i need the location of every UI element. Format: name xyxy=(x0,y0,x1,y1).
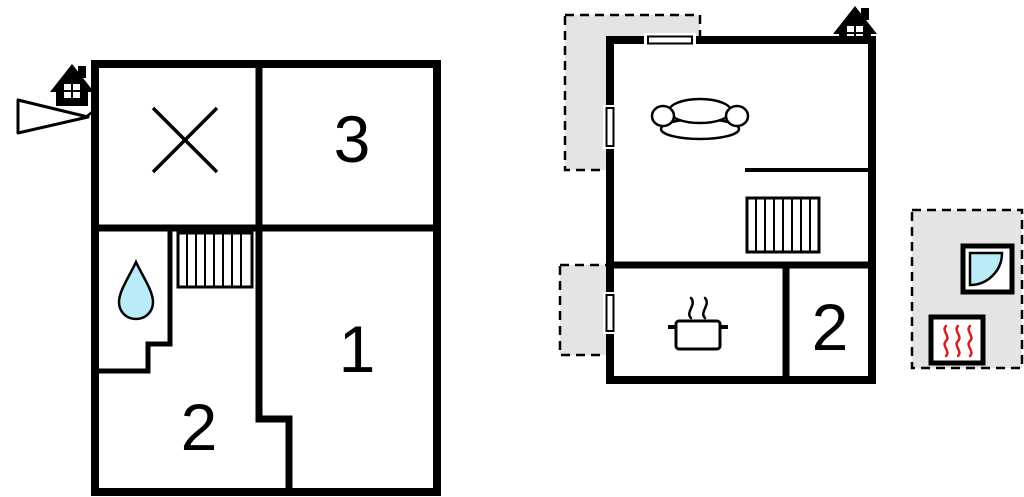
legend-box xyxy=(910,208,1024,370)
heater-coil xyxy=(967,324,973,358)
room-label-3: 3 xyxy=(334,102,371,176)
room-label-1: 1 xyxy=(339,312,376,386)
room-label-2: 2 xyxy=(181,390,218,464)
shower-icon xyxy=(960,243,1015,295)
left-outer-wall xyxy=(91,60,441,496)
stairs-icon xyxy=(745,196,821,254)
window-icon xyxy=(603,292,617,334)
floor-plan-left: 3 1 2 xyxy=(16,60,441,496)
heater-coil xyxy=(955,324,961,358)
stairs-icon xyxy=(176,231,254,289)
cooking-pot-icon xyxy=(668,296,728,351)
cross-icon xyxy=(151,106,219,174)
left-wall-room1 xyxy=(255,228,293,492)
stairs-hatching xyxy=(186,233,242,287)
sofa-icon xyxy=(650,97,750,141)
window-icon xyxy=(603,105,617,149)
stairs-hatching xyxy=(755,198,811,252)
right-outer-wall xyxy=(606,36,876,384)
steam-icon xyxy=(688,296,694,320)
shower-tray xyxy=(968,251,1004,287)
heater-icon xyxy=(928,314,986,366)
house-icon xyxy=(49,63,95,107)
heater-coil xyxy=(943,324,949,358)
room-label-2-right: 2 xyxy=(812,290,849,364)
water-drop-icon xyxy=(117,259,155,321)
floor-plan-right: 2 xyxy=(558,5,878,384)
left-wall-bathroom xyxy=(95,228,173,374)
terrace-left xyxy=(558,263,612,357)
window-icon xyxy=(644,33,696,47)
steam-icon xyxy=(702,296,708,320)
